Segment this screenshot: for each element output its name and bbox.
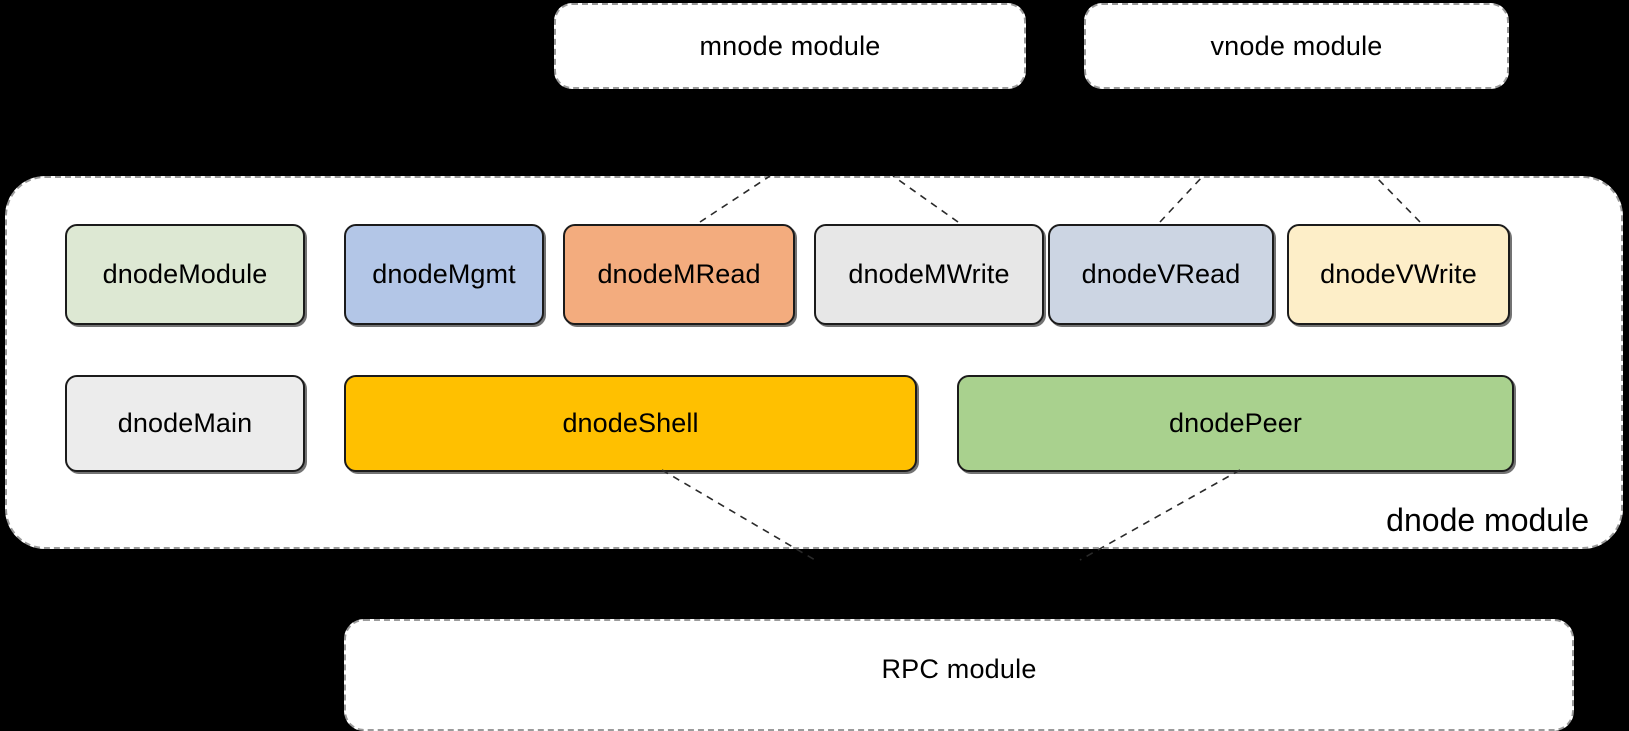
node-box-dnodemgmt[interactable]: dnodeMgmt — [344, 224, 544, 325]
dnode-module-container[interactable]: dnodeModule dnodeMgmt dnodeMRead dnodeMW… — [5, 176, 1623, 549]
mnode-module-box[interactable]: mnode module — [554, 3, 1026, 89]
node-box-dnodeshell[interactable]: dnodeShell — [344, 375, 917, 472]
rpc-module-label: RPC module — [881, 654, 1037, 684]
mnode-module-label: mnode module — [699, 30, 881, 61]
node-box-dnodemread[interactable]: dnodeMRead — [563, 224, 795, 325]
node-box-label: dnodeVWrite — [1320, 259, 1477, 289]
rpc-module-box[interactable]: RPC module — [344, 619, 1574, 731]
node-box-dnodemwrite[interactable]: dnodeMWrite — [814, 224, 1044, 325]
vnode-module-label: vnode module — [1210, 30, 1383, 61]
node-box-label: dnodeMRead — [597, 259, 761, 289]
node-box-label: dnodeShell — [562, 408, 699, 438]
node-box-label: dnodeModule — [102, 259, 268, 289]
node-box-label: dnodePeer — [1168, 408, 1302, 438]
node-box-dnodepeer[interactable]: dnodePeer — [957, 375, 1514, 472]
node-box-label: dnodeMgmt — [372, 259, 516, 289]
node-box-dnodemain[interactable]: dnodeMain — [65, 375, 305, 472]
node-box-label: dnodeVRead — [1081, 259, 1241, 289]
vnode-module-box[interactable]: vnode module — [1084, 3, 1509, 89]
node-box-label: dnodeMWrite — [848, 259, 1010, 289]
node-box-dnodemodule[interactable]: dnodeModule — [65, 224, 305, 325]
dnode-module-label: dnode module — [1386, 502, 1589, 538]
node-box-dnodevread[interactable]: dnodeVRead — [1048, 224, 1274, 325]
node-box-label: dnodeMain — [117, 408, 253, 438]
node-box-dnodevwrite[interactable]: dnodeVWrite — [1287, 224, 1510, 325]
